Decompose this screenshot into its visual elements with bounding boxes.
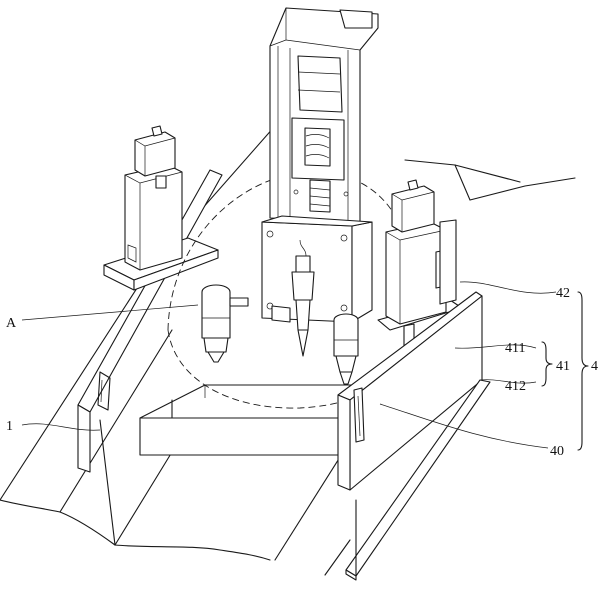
label-4: 4 [591,359,598,374]
label-40: 40 [550,444,564,459]
leader-lines [21,281,589,451]
right-sensor [333,313,359,385]
label-a: A [6,316,17,331]
label-1: 1 [6,419,13,434]
right-guide-plates [337,219,491,581]
label-412: 412 [505,379,526,394]
left-motor-unit [103,125,219,291]
vertical-column [269,7,379,223]
label-411: 411 [505,341,525,356]
label-42: 42 [556,286,570,301]
left-sensor [201,284,249,363]
cross-beam [139,384,361,456]
label-41: 41 [556,359,570,374]
detail-circle-a [167,171,406,409]
